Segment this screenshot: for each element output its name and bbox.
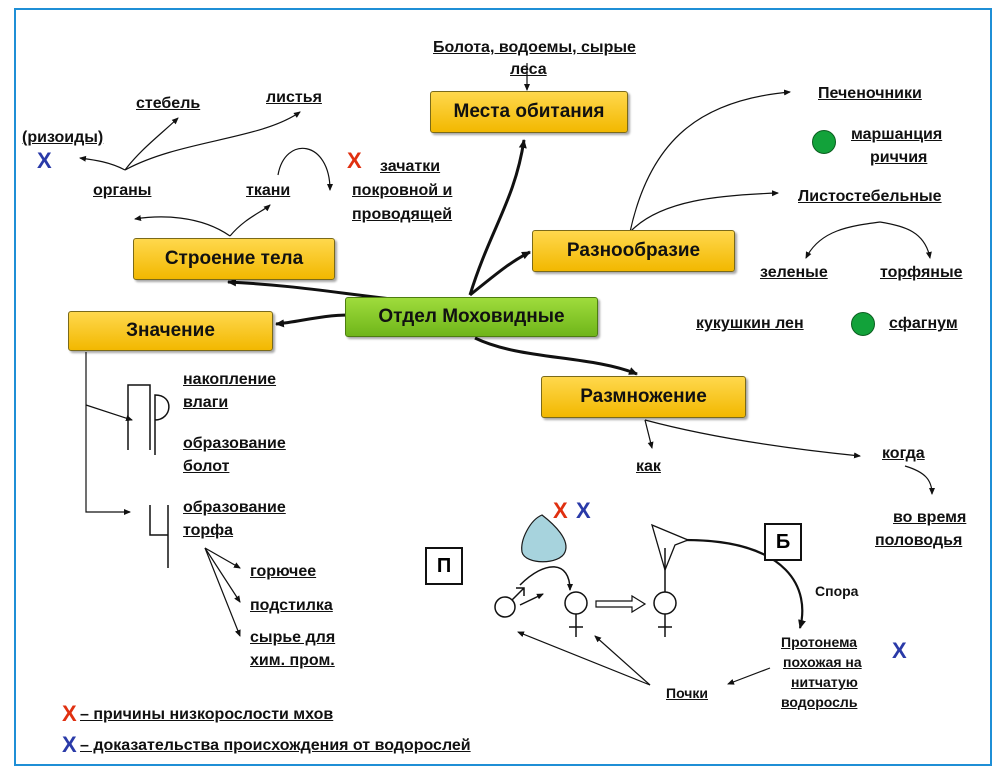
legend-blue-text: – доказательства происхождения от водоро… — [80, 737, 471, 754]
legend-red-x: Х — [62, 701, 77, 726]
habitat-text-2: леса — [510, 61, 547, 78]
rudiments-label-2: покровной и — [352, 182, 453, 199]
flood-label-2: половодья — [875, 532, 963, 549]
flood-label-1: во время — [893, 509, 967, 526]
protonema-label-4: водоросль — [781, 694, 858, 710]
litter-label: подстилка — [250, 597, 333, 614]
male-symbol — [494, 587, 525, 618]
organs-label: органы — [93, 182, 152, 199]
blue-x-mark-protonema: Х — [892, 638, 907, 663]
diversity-box: Разнообразие — [532, 230, 735, 272]
rudiments-label-1: зачатки — [380, 158, 441, 175]
how-label: как — [636, 458, 661, 475]
marchantia-label-2: риччия — [870, 149, 928, 166]
moisture-label-2: влаги — [183, 394, 229, 411]
bogs-label-2: болот — [183, 458, 230, 475]
spore-label: Спора — [815, 583, 859, 599]
box-b: Б — [764, 523, 802, 561]
habitat-text-1: Болота, водоемы, сырые — [433, 39, 636, 56]
peat-formation-label-2: торфа — [183, 522, 234, 539]
leafy-label: Листостебельные — [798, 188, 942, 205]
polytrichum-label: кукушкин лен — [696, 315, 804, 332]
marchantia-label-1: маршанция — [851, 126, 943, 143]
blue-x-mark-rhizoids: Х — [37, 148, 52, 173]
meaning-glyphs — [127, 384, 170, 568]
protonema-label-1: Протонема — [781, 634, 858, 650]
hollow-arrow — [595, 594, 647, 614]
raw-label-1: сырье для — [250, 629, 336, 646]
peat-mosses-label: торфяные — [880, 264, 963, 281]
sporangium-shape — [650, 523, 690, 572]
stem-label: стебель — [136, 95, 201, 112]
meaning-box: Значение — [68, 311, 273, 351]
tissues-label: ткани — [246, 182, 291, 199]
when-label: когда — [882, 445, 925, 462]
liverworts-label: Печеночники — [818, 85, 922, 102]
protonema-label-3: нитчатую — [791, 674, 858, 690]
buds-label: Почки — [666, 685, 709, 701]
peat-formation-label-1: образование — [183, 499, 286, 516]
protonema-label-2: похожая на — [783, 654, 862, 670]
structure-box: Строение тела — [133, 238, 335, 280]
box-p: П — [425, 547, 463, 585]
raw-label-2: хим. пром. — [250, 652, 335, 669]
female-symbol-1 — [564, 591, 588, 637]
leaves-label: листья — [266, 89, 322, 106]
bogs-label-1: образование — [183, 435, 286, 452]
female-symbol-2 — [653, 548, 677, 637]
habitat-box: Места обитания — [430, 91, 628, 133]
center-box: Отдел Моховидные — [345, 297, 598, 337]
reproduction-box: Размножение — [541, 376, 746, 418]
red-x-mark-tissues: Х — [347, 148, 362, 173]
green-mosses-label: зеленые — [760, 264, 828, 281]
rudiments-label-3: проводящей — [352, 206, 453, 223]
legend-red-text: – причины низкорослости мхов — [80, 706, 334, 723]
red-x-mark-water: Х — [553, 498, 568, 523]
green-dot-2 — [851, 312, 875, 336]
fuel-label: горючее — [250, 563, 317, 580]
water-drop — [521, 514, 567, 563]
sphagnum-label: сфагнум — [889, 315, 958, 332]
rhizoids-label: (ризоиды) — [22, 129, 104, 146]
blue-x-mark-water: Х — [576, 498, 591, 523]
moisture-label-1: накопление — [183, 371, 277, 388]
legend-blue-x: Х — [62, 732, 77, 757]
green-dot-1 — [812, 130, 836, 154]
